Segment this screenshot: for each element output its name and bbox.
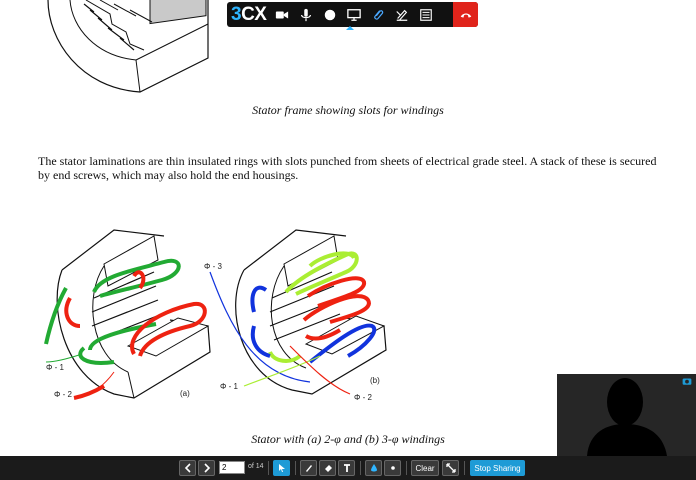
shared-document: Stator frame showing slots for windings … [38,0,657,446]
separator [406,461,407,475]
avatar-silhouette [587,378,667,456]
pointer-tool-button[interactable] [273,460,290,476]
caption-stator-frame: Stator frame showing slots for windings [252,103,444,117]
next-page-button[interactable] [198,460,215,476]
paperclip-icon [374,9,384,20]
notes-icon [420,8,433,21]
stator-2-phase-figure: Φ - 1 Φ - 2 (a) [44,229,211,400]
lime-winding [268,251,359,363]
expand-icon [445,463,456,473]
video-preview[interactable] [557,374,696,456]
record-button[interactable] [318,2,342,27]
video-icon [276,11,289,18]
screen-share-button[interactable] [342,2,366,27]
separator [268,461,269,475]
fig-b-phase1-label: Φ - 1 [220,382,238,391]
call-toolbar: 3CX [227,2,478,27]
separator [295,461,296,475]
microphone-icon [301,8,312,21]
page-number-input[interactable] [219,461,245,474]
text-tool-button[interactable] [338,460,355,476]
separator [360,461,361,475]
hangup-icon [460,12,471,18]
dot-icon [390,466,395,470]
attach-file-button[interactable] [366,2,390,27]
fig-b-phase2-label: Φ - 2 [354,393,372,402]
stator-frame-figure [47,0,209,93]
blue-winding [250,285,377,364]
presentation-toolbar: of 14 Clear Stop Sharing [0,456,696,480]
fig-b-label: (b) [370,376,380,385]
record-icon [325,9,336,20]
text-icon [343,464,350,472]
whiteboard-button[interactable] [390,2,414,27]
red-3-winding [302,276,371,341]
fullscreen-button[interactable] [442,460,459,476]
fig-b-phase3-label: Φ - 3 [204,262,222,271]
prev-page-button[interactable] [179,460,196,476]
fig-a-phase1-label: Φ - 1 [46,363,64,372]
stator-paragraph: The stator laminations are thin insulate… [38,154,657,182]
microphone-button[interactable] [294,2,318,27]
chevron-right-icon [203,463,210,473]
clear-button[interactable]: Clear [411,460,439,476]
fig-a-label: (a) [180,389,190,398]
chevron-left-icon [184,463,191,473]
caption-stator-windings: Stator with (a) 2-φ and (b) 3-φ windings [251,432,445,446]
eraser-icon [324,465,332,472]
active-share-indicator [346,26,354,30]
droplet-icon [370,464,377,472]
brand-logo: 3CX [231,3,267,25]
hangup-button[interactable] [453,2,478,27]
pen-tool-button[interactable] [300,460,317,476]
eraser-tool-button[interactable] [319,460,336,476]
cursor-icon [278,464,285,472]
pages-total: of 14 [248,463,264,470]
whiteboard-icon [396,9,408,21]
notes-button[interactable] [414,2,438,27]
separator [464,461,465,475]
brush-size-button[interactable] [384,460,401,476]
stop-sharing-button[interactable]: Stop Sharing [470,460,525,476]
pen-icon [305,465,312,472]
color-picker-button[interactable] [365,460,382,476]
screen-share-icon [347,8,362,21]
fig-a-phase2-label: Φ - 2 [54,390,72,399]
stator-3-phase-figure: Φ - 3 Φ - 1 Φ - 2 (b) [204,229,387,402]
video-button[interactable] [270,2,294,27]
camera-switch-icon[interactable] [682,376,692,386]
